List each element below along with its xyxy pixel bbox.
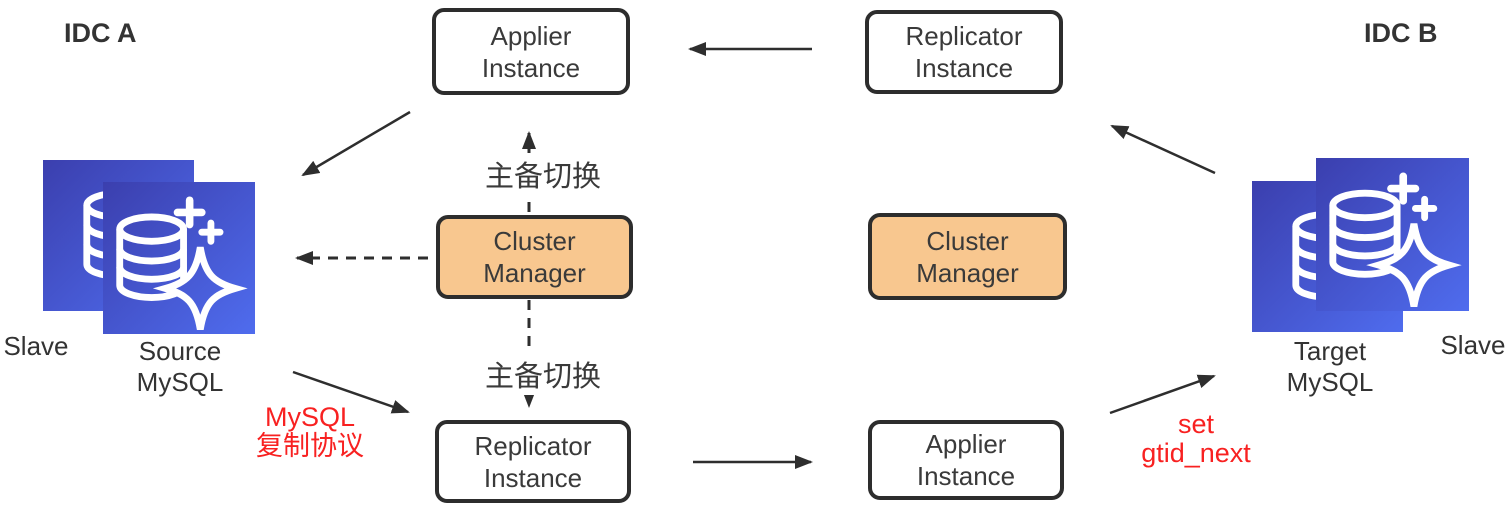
arrow-applier-bottom-to-target-mysql [1109, 374, 1216, 415]
idc-a-title: IDC A [64, 18, 137, 48]
cluster-manager-right-label-line2: Manager [916, 257, 1019, 288]
source-mysql-label: Source MySQL [110, 336, 250, 398]
replicator-instance-bottom-label-line1: Replicator [474, 430, 592, 461]
source-mysql-label-line2: MySQL [136, 367, 224, 397]
replicator-instance-top-box: Replicator Instance [865, 10, 1063, 94]
applier-instance-bottom-label-line1: Applier [925, 429, 1007, 459]
cluster-manager-left-label-line2: Manager [483, 258, 586, 288]
replicator-instance-bottom-box: Replicator Instance [435, 420, 631, 503]
set-gtid-next-line1: set [1177, 409, 1215, 439]
set-gtid-next-line2: gtid_next [1141, 438, 1251, 468]
applier-instance-top-label-line1: Applier [490, 20, 572, 51]
target-mysql-db-icon [1316, 158, 1469, 311]
applier-instance-bottom-box: Applier Instance [868, 420, 1064, 500]
target-mysql-label-line2: MySQL [1286, 367, 1374, 397]
applier-instance-top-box: Applier Instance [432, 8, 630, 95]
applier-instance-bottom-label-line2: Instance [916, 461, 1016, 491]
cluster-manager-right-label-line1: Cluster [926, 225, 1009, 256]
arrow-target-mysql-to-replicator-top [1110, 124, 1216, 175]
replicator-instance-top-label-line1: Replicator [905, 21, 1023, 51]
target-mysql-label-line1: Target [1293, 336, 1367, 366]
mysql-replication-protocol-line1: MySQL [264, 402, 356, 432]
source-mysql-label-line1: Source [138, 336, 222, 366]
cluster-manager-left-label-line1: Cluster [493, 226, 576, 256]
mysql-replication-protocol-line2: 复制协议 [256, 431, 364, 461]
idc-b-title: IDC B [1364, 18, 1438, 48]
replicator-instance-bottom-label-line2: Instance [483, 462, 583, 493]
failover-label-bottom: 主备切换 [482, 353, 605, 395]
cluster-manager-right-box: Cluster Manager [868, 213, 1067, 300]
slave-label-left: Slave [3, 331, 69, 361]
failover-label-top: 主备切换 [482, 153, 605, 195]
cluster-manager-left-box: Cluster Manager [436, 215, 633, 299]
arrow-applier-top-to-source-mysql [301, 110, 411, 177]
mysql-replication-protocol-label: MySQL 复制协议 [248, 403, 372, 461]
applier-instance-top-label-line2: Instance [481, 52, 581, 83]
set-gtid-next-label: set gtid_next [1134, 410, 1258, 468]
slave-label-right: Slave [1440, 330, 1506, 360]
source-mysql-db-icon [103, 182, 255, 334]
replicator-instance-top-label-line2: Instance [914, 53, 1014, 83]
target-mysql-label: Target MySQL [1260, 336, 1400, 398]
